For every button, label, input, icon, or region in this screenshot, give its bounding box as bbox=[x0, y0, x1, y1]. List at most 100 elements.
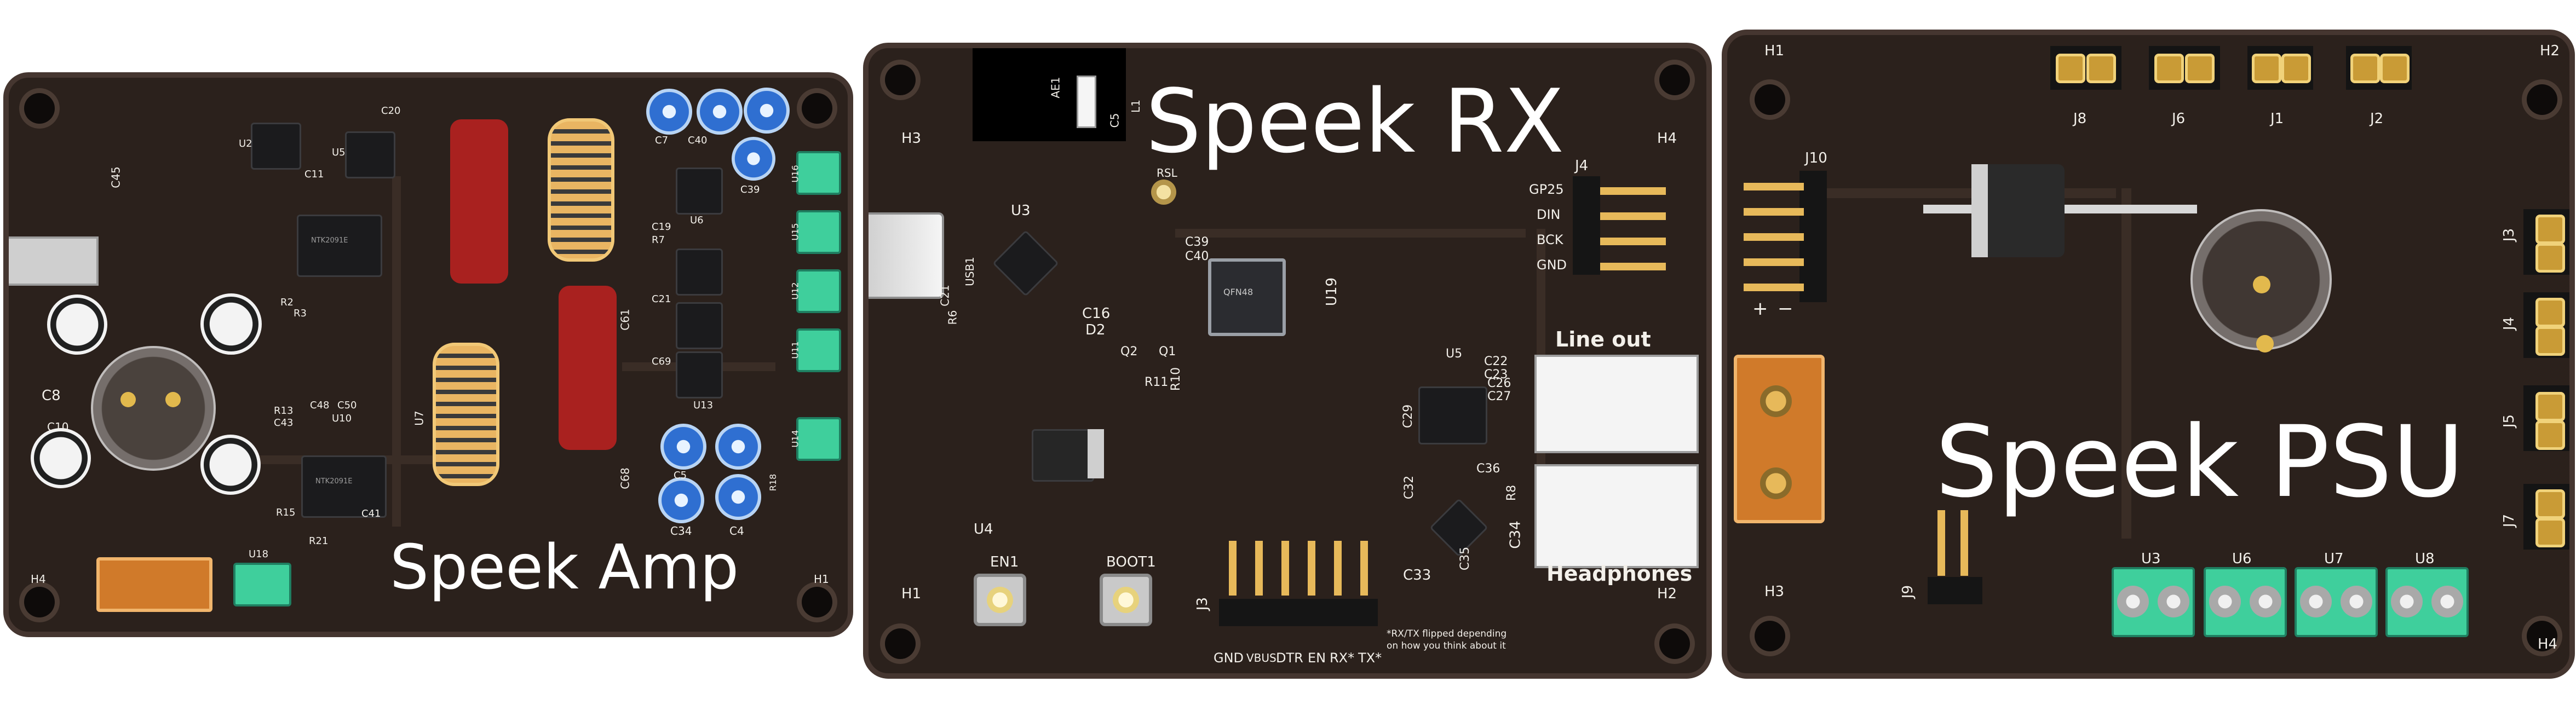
amp-black-capacitor bbox=[200, 293, 262, 355]
amp-board: U2 U5 C11 C20 NTK2091E NTK2091E C48 C50 … bbox=[3, 72, 853, 637]
amp-mosfet bbox=[676, 302, 723, 349]
rx-antenna-chip bbox=[1077, 76, 1096, 128]
amp-label-c50: C50 bbox=[337, 400, 357, 411]
rx-pin-label-dtr: DTR bbox=[1276, 650, 1303, 666]
psu-mount-hole bbox=[1755, 84, 1785, 115]
amp-standoff-led bbox=[120, 392, 136, 407]
psu-pad bbox=[2535, 326, 2565, 356]
rx-en-button[interactable] bbox=[974, 574, 1026, 626]
rx-mount-hole bbox=[885, 65, 916, 95]
amp-label-c68: C68 bbox=[618, 467, 632, 489]
psu-standoff-led bbox=[2256, 335, 2274, 353]
rx-line-out-jack bbox=[1534, 355, 1699, 453]
psu-mount-hole bbox=[1755, 621, 1785, 651]
amp-ic-lower bbox=[301, 455, 387, 518]
amp-label-c43: C43 bbox=[274, 417, 294, 429]
amp-speaker-terminal-u14 bbox=[796, 417, 841, 461]
amp-mount-hole bbox=[802, 93, 832, 124]
amp-label-r7: R7 bbox=[652, 234, 665, 246]
amp-label-u5: U5 bbox=[332, 147, 346, 158]
amp-label-u2: U2 bbox=[239, 138, 252, 149]
amp-label-c20: C20 bbox=[381, 105, 401, 117]
amp-ic-upper-marking: NTK2091E bbox=[311, 236, 348, 245]
rx-note-line2: on how you think about it bbox=[1387, 640, 1506, 651]
amp-mount-hole bbox=[24, 587, 55, 617]
psu-screw bbox=[2300, 586, 2332, 617]
rx-label-rsl: RSL bbox=[1157, 166, 1177, 180]
psu-screw bbox=[2117, 586, 2149, 617]
psu-header-j10-pin bbox=[1744, 233, 1804, 241]
amp-label-u14: U14 bbox=[790, 430, 801, 448]
amp-speaker-terminal-u11 bbox=[796, 328, 841, 372]
rx-header-j4-pin bbox=[1600, 238, 1666, 245]
amp-label-h4: H4 bbox=[31, 573, 46, 586]
amp-blue-capacitor bbox=[660, 424, 706, 470]
amp-label-c48: C48 bbox=[310, 400, 330, 411]
rx-trace bbox=[1175, 229, 1526, 238]
amp-label-c4: C4 bbox=[729, 524, 744, 538]
psu-pad bbox=[2185, 54, 2215, 83]
rx-header-pin bbox=[1308, 541, 1315, 596]
rx-header-j4-pin bbox=[1600, 263, 1666, 270]
rx-label-c36: C36 bbox=[1476, 462, 1500, 476]
rx-label-j4: J4 bbox=[1575, 158, 1589, 174]
rx-label-u4: U4 bbox=[974, 521, 993, 538]
amp-label-r18: R18 bbox=[768, 473, 779, 492]
amp-label-c21: C21 bbox=[652, 293, 671, 305]
rx-label-r6: R6 bbox=[946, 310, 959, 325]
rx-usb-c-port bbox=[869, 212, 944, 299]
amp-label-h1: H1 bbox=[814, 573, 829, 586]
rx-label-c16: C16 bbox=[1082, 305, 1111, 322]
rx-label-c39: C39 bbox=[1185, 235, 1209, 249]
psu-label-j8: J8 bbox=[2073, 111, 2087, 127]
amp-board-title: Speek Amp bbox=[390, 532, 739, 603]
amp-label-c41: C41 bbox=[361, 508, 381, 519]
rx-header-pin bbox=[1255, 541, 1263, 596]
rx-mount-hole bbox=[1659, 628, 1690, 659]
psu-pad bbox=[2350, 54, 2380, 83]
rx-line-out-label: Line out bbox=[1555, 327, 1651, 351]
psu-screw bbox=[2391, 586, 2423, 617]
rx-header-pin bbox=[1281, 541, 1289, 596]
amp-power-connector bbox=[96, 557, 212, 612]
rx-label-c22: C22 bbox=[1484, 355, 1508, 368]
rx-label-h2: H2 bbox=[1657, 586, 1677, 602]
psu-terminal-u6 bbox=[2204, 567, 2287, 637]
psu-mount-hole bbox=[2527, 621, 2557, 651]
rx-pin-label-tx: TX* bbox=[1358, 650, 1382, 666]
rx-label-r10: R10 bbox=[1169, 367, 1183, 391]
psu-board: H1 H2 H3 H4 J8 J6 J1 J2 J10 + − J3 J4 J5 bbox=[1722, 30, 2575, 679]
rx-label-c33: C33 bbox=[1403, 567, 1431, 583]
rx-mount-hole bbox=[885, 628, 916, 659]
psu-power-terminal bbox=[1760, 467, 1792, 499]
psu-label-h1: H1 bbox=[1764, 43, 1785, 59]
psu-label-h2: H2 bbox=[2540, 43, 2560, 59]
psu-pad bbox=[2535, 243, 2565, 273]
psu-screw bbox=[2250, 586, 2281, 617]
rx-label-h4: H4 bbox=[1657, 130, 1677, 147]
rx-mount-hole bbox=[1659, 65, 1690, 95]
rx-label-h3: H3 bbox=[901, 130, 922, 147]
psu-diode-stripe bbox=[1971, 164, 1988, 257]
rx-label-l1: L1 bbox=[1129, 100, 1142, 113]
rx-label-c21: C21 bbox=[938, 285, 952, 307]
psu-trace bbox=[2121, 188, 2131, 539]
amp-label-c61: C61 bbox=[618, 309, 632, 331]
psu-label-h3: H3 bbox=[1764, 583, 1785, 600]
amp-mosfet-u13 bbox=[676, 351, 723, 398]
amp-label-c5: C5 bbox=[674, 470, 687, 481]
psu-screw bbox=[2209, 586, 2241, 617]
psu-power-terminal bbox=[1760, 385, 1792, 417]
rx-label-c29: C29 bbox=[1401, 404, 1416, 429]
rx-headphones-label: Headphones bbox=[1546, 562, 1693, 586]
amp-label-c45: C45 bbox=[109, 166, 123, 188]
amp-label-u6: U6 bbox=[690, 215, 704, 226]
rx-label-u5: U5 bbox=[1446, 347, 1463, 361]
rx-dac-chip bbox=[1418, 386, 1487, 444]
rx-boot-button[interactable] bbox=[1100, 574, 1152, 626]
rx-label-c35: C35 bbox=[1458, 546, 1473, 571]
rx-esp-marking: QFN48 bbox=[1223, 287, 1254, 297]
amp-standoff bbox=[91, 346, 216, 471]
psu-header-j9 bbox=[1928, 577, 1982, 604]
psu-pad bbox=[2535, 489, 2565, 519]
